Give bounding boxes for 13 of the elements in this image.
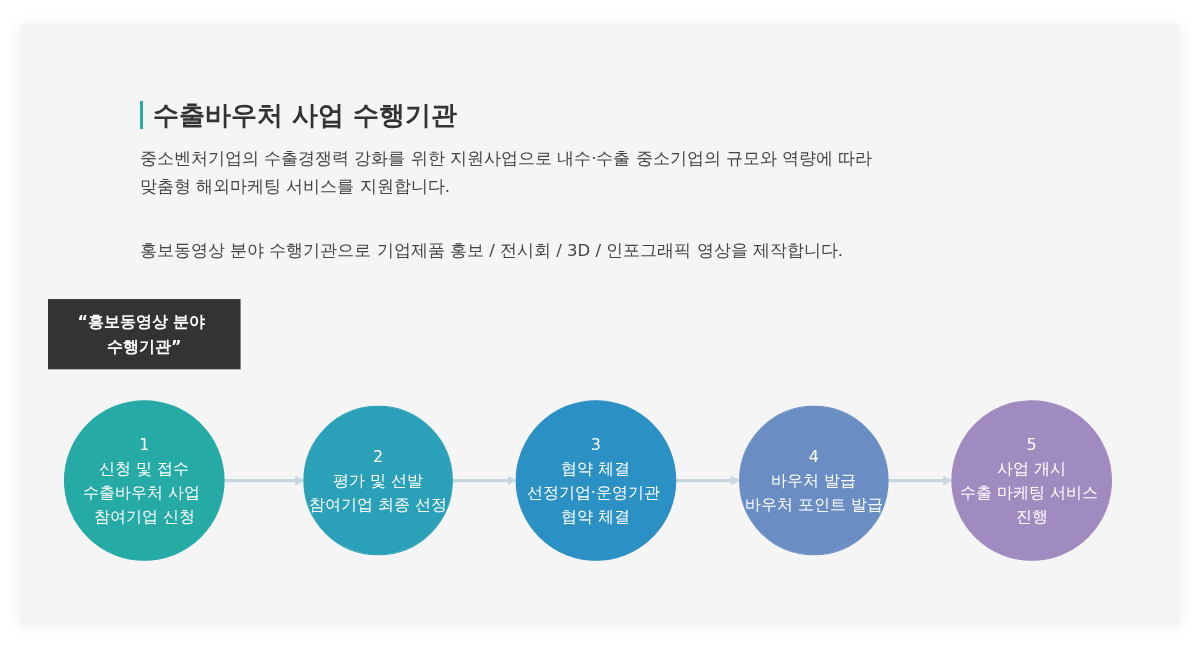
arrow [888,475,953,486]
node-box: “홍보동영상 분야 수행기관” [48,299,241,370]
arrow [452,475,517,486]
description-text: 홍보동영상 분야 수행기관으로 기업제품 홍보 / 전시회 / 3D / 인포그래픽 영상을 제작합니다. [140,240,845,262]
node-circle: 2 평가 및 선발 참여기업 최종 선정 [303,405,453,556]
node-circle: 1 신청 및 접수 수출바우처 사업 참여기업 신청 [63,400,225,561]
node-circle: 5 사업 개시 수출 마케팅 서비스 진행 [951,400,1112,561]
node-circle: 3 협약 체결 선정기업·운영기관 협약 체결 [515,400,677,561]
description-text: 중소벤처기업의 수출경쟁력 강화를 위한 지원사업으로 내수·수출 중소기업의 규모와 역량에 따라 맞춤형 해외마케팅 서비스를 지원합니다. [140,148,874,198]
arrow [224,475,305,486]
arrow [675,475,740,486]
title: 수출바우처 사업 수행기관 [140,101,458,129]
node-circle: 4 바우처 발급 바우처 포인트 발급 [739,405,889,556]
